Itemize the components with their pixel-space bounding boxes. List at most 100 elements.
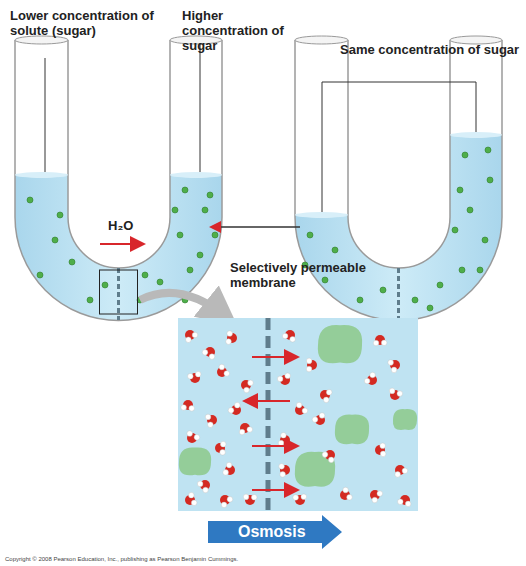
water-molecule <box>202 347 215 359</box>
water-flow-arrow <box>252 445 296 447</box>
sugar-dot <box>467 207 473 213</box>
water-molecule <box>398 495 411 507</box>
sugar-dot <box>87 297 93 303</box>
sugar-dot <box>380 287 386 293</box>
u-tube <box>295 40 502 321</box>
liquid-surface <box>170 172 222 178</box>
sugar-dot <box>157 279 163 285</box>
water-molecule <box>320 389 332 402</box>
sugar-molecules <box>27 147 493 311</box>
water-molecule <box>220 495 233 508</box>
sugar-dot <box>452 227 458 233</box>
sequence-arrow <box>212 226 300 228</box>
sugar-dot <box>482 237 488 243</box>
sugar-dot <box>177 232 183 238</box>
sugar-dot <box>172 207 178 213</box>
sugar-dot <box>462 152 468 158</box>
membrane <box>117 268 120 320</box>
water-molecule <box>282 330 295 342</box>
water-molecule <box>243 494 257 505</box>
water-molecule <box>389 388 402 400</box>
water-molecule <box>279 464 290 478</box>
sugar-dot <box>485 147 491 153</box>
sugar-blob <box>318 325 362 363</box>
solution <box>295 40 502 321</box>
liquid-surface <box>295 212 348 218</box>
water-molecule <box>306 358 317 372</box>
sugar-dot <box>357 297 363 303</box>
water-flow-arrow <box>246 400 290 402</box>
sugar-dot <box>102 282 108 288</box>
water-molecule <box>395 465 408 477</box>
sugar-dot <box>477 267 483 273</box>
water-molecules <box>181 330 411 508</box>
water-flow-arrow <box>100 243 142 245</box>
sugar-dot <box>412 297 418 303</box>
water-molecule <box>187 431 200 443</box>
sugar-blob <box>335 415 369 445</box>
sugar-dot <box>187 267 193 273</box>
water-molecule <box>373 335 387 346</box>
region-label: Same concentration of sugar <box>340 42 520 57</box>
water-molecule <box>293 494 307 505</box>
sugar-dot <box>457 187 463 193</box>
water-molecule <box>388 360 400 373</box>
water-molecule <box>215 441 226 455</box>
water-molecule <box>185 330 198 343</box>
water-molecule <box>197 480 210 493</box>
water-molecule <box>312 413 325 425</box>
water-molecule <box>340 487 352 500</box>
bracket <box>322 82 476 212</box>
sugar-molecules-zoomed <box>179 325 417 487</box>
solution <box>15 40 222 321</box>
sugar-dot <box>202 207 208 213</box>
sugar-blob <box>393 409 417 430</box>
leader-line <box>200 43 201 172</box>
sugar-dot <box>182 187 188 193</box>
sugar-dot <box>437 282 443 288</box>
sugar-dot <box>207 192 213 198</box>
water-molecule <box>278 432 290 445</box>
water-molecule <box>370 490 383 503</box>
water-molecule <box>277 373 290 385</box>
sugar-dot <box>69 259 75 265</box>
sugar-dot <box>427 305 433 311</box>
water-molecule <box>188 371 201 383</box>
water-molecule <box>223 462 235 475</box>
water-molecule <box>217 364 230 377</box>
process-arrow: Osmosis <box>208 515 342 549</box>
water-molecule <box>375 443 386 457</box>
sugar-dot <box>37 272 43 278</box>
water-flow-arrow <box>252 489 296 491</box>
arrow-fill <box>208 515 342 549</box>
leader-line <box>45 58 46 172</box>
sugar-dot <box>322 277 328 283</box>
sugar-dot <box>142 272 148 278</box>
sugar-dot <box>57 212 63 218</box>
water-molecule <box>241 380 253 393</box>
water-molecule <box>205 414 217 427</box>
sugar-dot <box>487 177 493 183</box>
sugar-dot <box>52 237 58 243</box>
water-flow-arrow <box>252 356 296 358</box>
u-tube <box>15 40 222 321</box>
part-label: Selectively permeable membrane <box>230 260 380 290</box>
sugar-blob <box>179 447 211 475</box>
liquid-surface <box>450 132 502 138</box>
water-molecule <box>322 450 335 463</box>
copyright-note: Copyright © 2008 Pearson Education, Inc.… <box>5 555 505 563</box>
sugar-dot <box>459 267 465 273</box>
sugar-dot <box>197 252 203 258</box>
region-label: Lower concentration of solute (sugar) <box>10 8 160 38</box>
water-molecule <box>239 423 252 435</box>
sugar-dot <box>332 247 338 253</box>
water-molecule <box>226 331 237 345</box>
zoom-pointer <box>140 293 225 316</box>
zoom-panel <box>178 318 418 511</box>
sugar-dot <box>212 232 218 238</box>
water-molecule <box>181 400 195 411</box>
membrane <box>397 268 400 320</box>
liquid-surface <box>15 172 68 178</box>
water-molecule <box>295 402 308 415</box>
